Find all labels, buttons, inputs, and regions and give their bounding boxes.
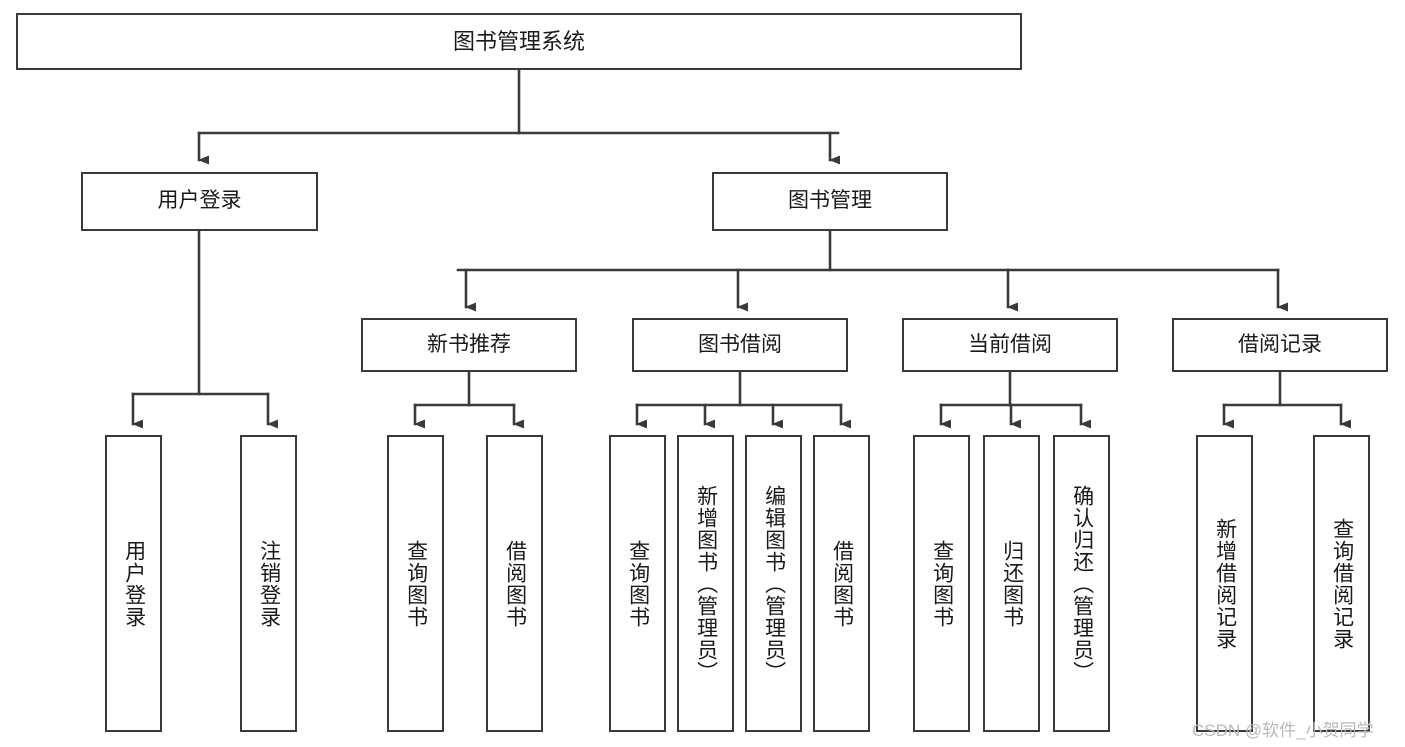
node-add-book-admin-label: 新增图书（管理员） <box>694 484 718 683</box>
node-query-book-1-label: 查询图书 <box>404 539 428 628</box>
node-borrow-book-1[interactable]: 借阅图书 <box>486 435 543 732</box>
node-user-login[interactable]: 用户登录 <box>81 172 318 231</box>
node-user-login-label: 用户登录 <box>157 189 242 213</box>
node-book-borrow[interactable]: 图书借阅 <box>632 318 848 372</box>
node-confirm-return-admin[interactable]: 确认归还（管理员） <box>1053 435 1110 732</box>
node-book-borrow-label: 图书借阅 <box>698 332 782 356</box>
node-confirm-return-admin-label: 确认归还（管理员） <box>1070 484 1094 683</box>
node-book-manage[interactable]: 图书管理 <box>712 172 948 231</box>
node-borrow-book-1-label: 借阅图书 <box>503 539 527 628</box>
node-add-book-admin[interactable]: 新增图书（管理员） <box>677 435 734 732</box>
node-borrow-record[interactable]: 借阅记录 <box>1172 318 1388 372</box>
node-root-label: 图书管理系统 <box>452 28 585 54</box>
node-return-book[interactable]: 归还图书 <box>983 435 1040 732</box>
node-borrow-record-label: 借阅记录 <box>1238 332 1322 356</box>
node-query-book-2-label: 查询图书 <box>626 539 650 628</box>
node-edit-book-admin-label: 编辑图书（管理员） <box>762 484 786 683</box>
node-new-book-recommend-label: 新书推荐 <box>427 332 511 356</box>
node-query-borrow-record[interactable]: 查询借阅记录 <box>1313 435 1370 732</box>
node-logout-leaf-label: 注销登录 <box>257 539 281 628</box>
node-query-book-1[interactable]: 查询图书 <box>387 435 444 732</box>
node-logout-leaf[interactable]: 注销登录 <box>240 435 297 732</box>
node-root[interactable]: 图书管理系统 <box>16 13 1022 70</box>
node-new-book-recommend[interactable]: 新书推荐 <box>361 318 577 372</box>
node-query-book-3[interactable]: 查询图书 <box>913 435 970 732</box>
node-user-login-leaf-label: 用户登录 <box>122 539 146 628</box>
node-return-book-label: 归还图书 <box>1000 539 1024 628</box>
node-query-book-3-label: 查询图书 <box>930 539 954 628</box>
node-query-borrow-record-label: 查询借阅记录 <box>1330 517 1354 650</box>
node-edit-book-admin[interactable]: 编辑图书（管理员） <box>745 435 802 732</box>
node-borrow-book-2[interactable]: 借阅图书 <box>813 435 870 732</box>
node-user-login-leaf[interactable]: 用户登录 <box>105 435 162 732</box>
node-book-manage-label: 图书管理 <box>788 189 872 213</box>
node-borrow-book-2-label: 借阅图书 <box>830 539 854 628</box>
node-current-borrow-label: 当前借阅 <box>968 332 1052 356</box>
node-add-borrow-record-label: 新增借阅记录 <box>1213 517 1237 650</box>
node-add-borrow-record[interactable]: 新增借阅记录 <box>1196 435 1253 732</box>
node-current-borrow[interactable]: 当前借阅 <box>902 318 1118 372</box>
node-query-book-2[interactable]: 查询图书 <box>609 435 666 732</box>
